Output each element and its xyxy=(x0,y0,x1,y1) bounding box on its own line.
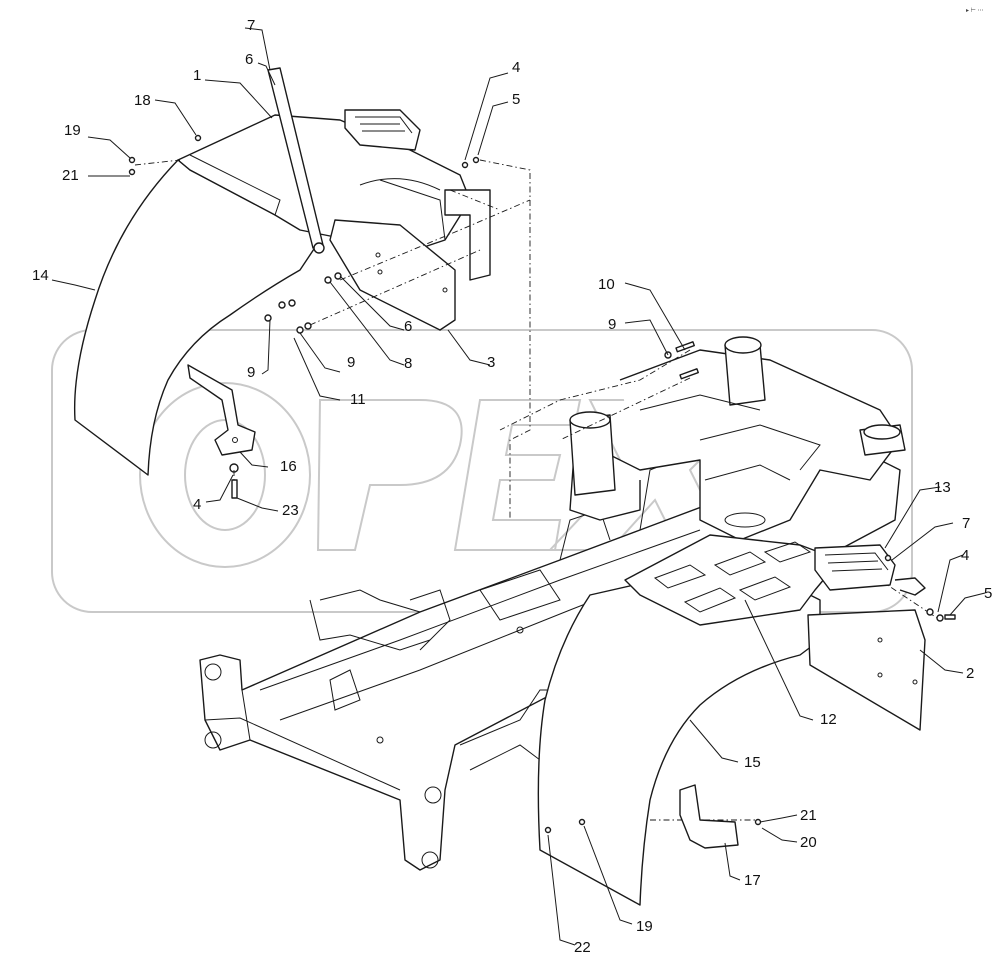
callout-6-top: 6 xyxy=(245,51,253,68)
callout-4-right: 4 xyxy=(961,547,969,564)
callout-14: 14 xyxy=(32,267,49,284)
callout-11: 11 xyxy=(350,391,366,408)
callout-9-right: 9 xyxy=(608,316,616,333)
callout-16: 16 xyxy=(280,458,297,475)
callout-2: 2 xyxy=(966,665,974,682)
callout-13: 13 xyxy=(934,479,951,496)
assembly-lines xyxy=(134,159,941,826)
right-fender-assembly xyxy=(537,534,956,906)
chassis-upper-tower xyxy=(569,336,906,541)
callout-9-mid: 9 xyxy=(347,354,355,371)
callout-19-bottom: 19 xyxy=(636,918,653,935)
callout-17: 17 xyxy=(744,872,761,889)
callout-23: 23 xyxy=(282,502,299,519)
callout-18: 18 xyxy=(134,92,151,109)
callout-20: 20 xyxy=(800,834,817,851)
callout-4-bracket: 4 xyxy=(193,496,201,513)
callout-1: 1 xyxy=(193,67,201,84)
callout-labels: 1 2 3 4 4 4 5 5 6 6 7 7 8 9 9 9 10 11 12… xyxy=(32,17,992,956)
callout-21-left: 21 xyxy=(62,167,79,184)
callout-6-mid: 6 xyxy=(404,318,412,335)
corner-mark: ▸ ⊢ ⋯ xyxy=(966,7,984,14)
bracket-16 xyxy=(187,364,256,456)
callout-21-right: 21 xyxy=(800,807,817,824)
callout-8: 8 xyxy=(404,355,412,372)
bracket-plate-3 xyxy=(329,219,456,331)
callout-9-left: 9 xyxy=(247,364,255,381)
callout-7-right: 7 xyxy=(962,515,970,532)
callout-4-top: 4 xyxy=(512,59,520,76)
callout-12: 12 xyxy=(820,711,837,728)
leader-lines xyxy=(51,27,986,946)
callout-22: 22 xyxy=(574,939,591,956)
callout-5-right: 5 xyxy=(984,585,992,602)
callout-10: 10 xyxy=(598,276,615,293)
callout-15: 15 xyxy=(744,754,761,771)
callout-5-top: 5 xyxy=(512,91,520,108)
right-fender-15 xyxy=(537,569,821,906)
left-fender-14 xyxy=(73,159,321,476)
callout-3: 3 xyxy=(487,354,495,371)
bracket-17 xyxy=(679,784,739,849)
step-panel-12 xyxy=(624,534,841,626)
side-plate-2 xyxy=(807,609,926,731)
left-fender-assembly xyxy=(73,67,699,499)
callout-7-top: 7 xyxy=(247,17,255,34)
callout-19-left: 19 xyxy=(64,122,81,139)
